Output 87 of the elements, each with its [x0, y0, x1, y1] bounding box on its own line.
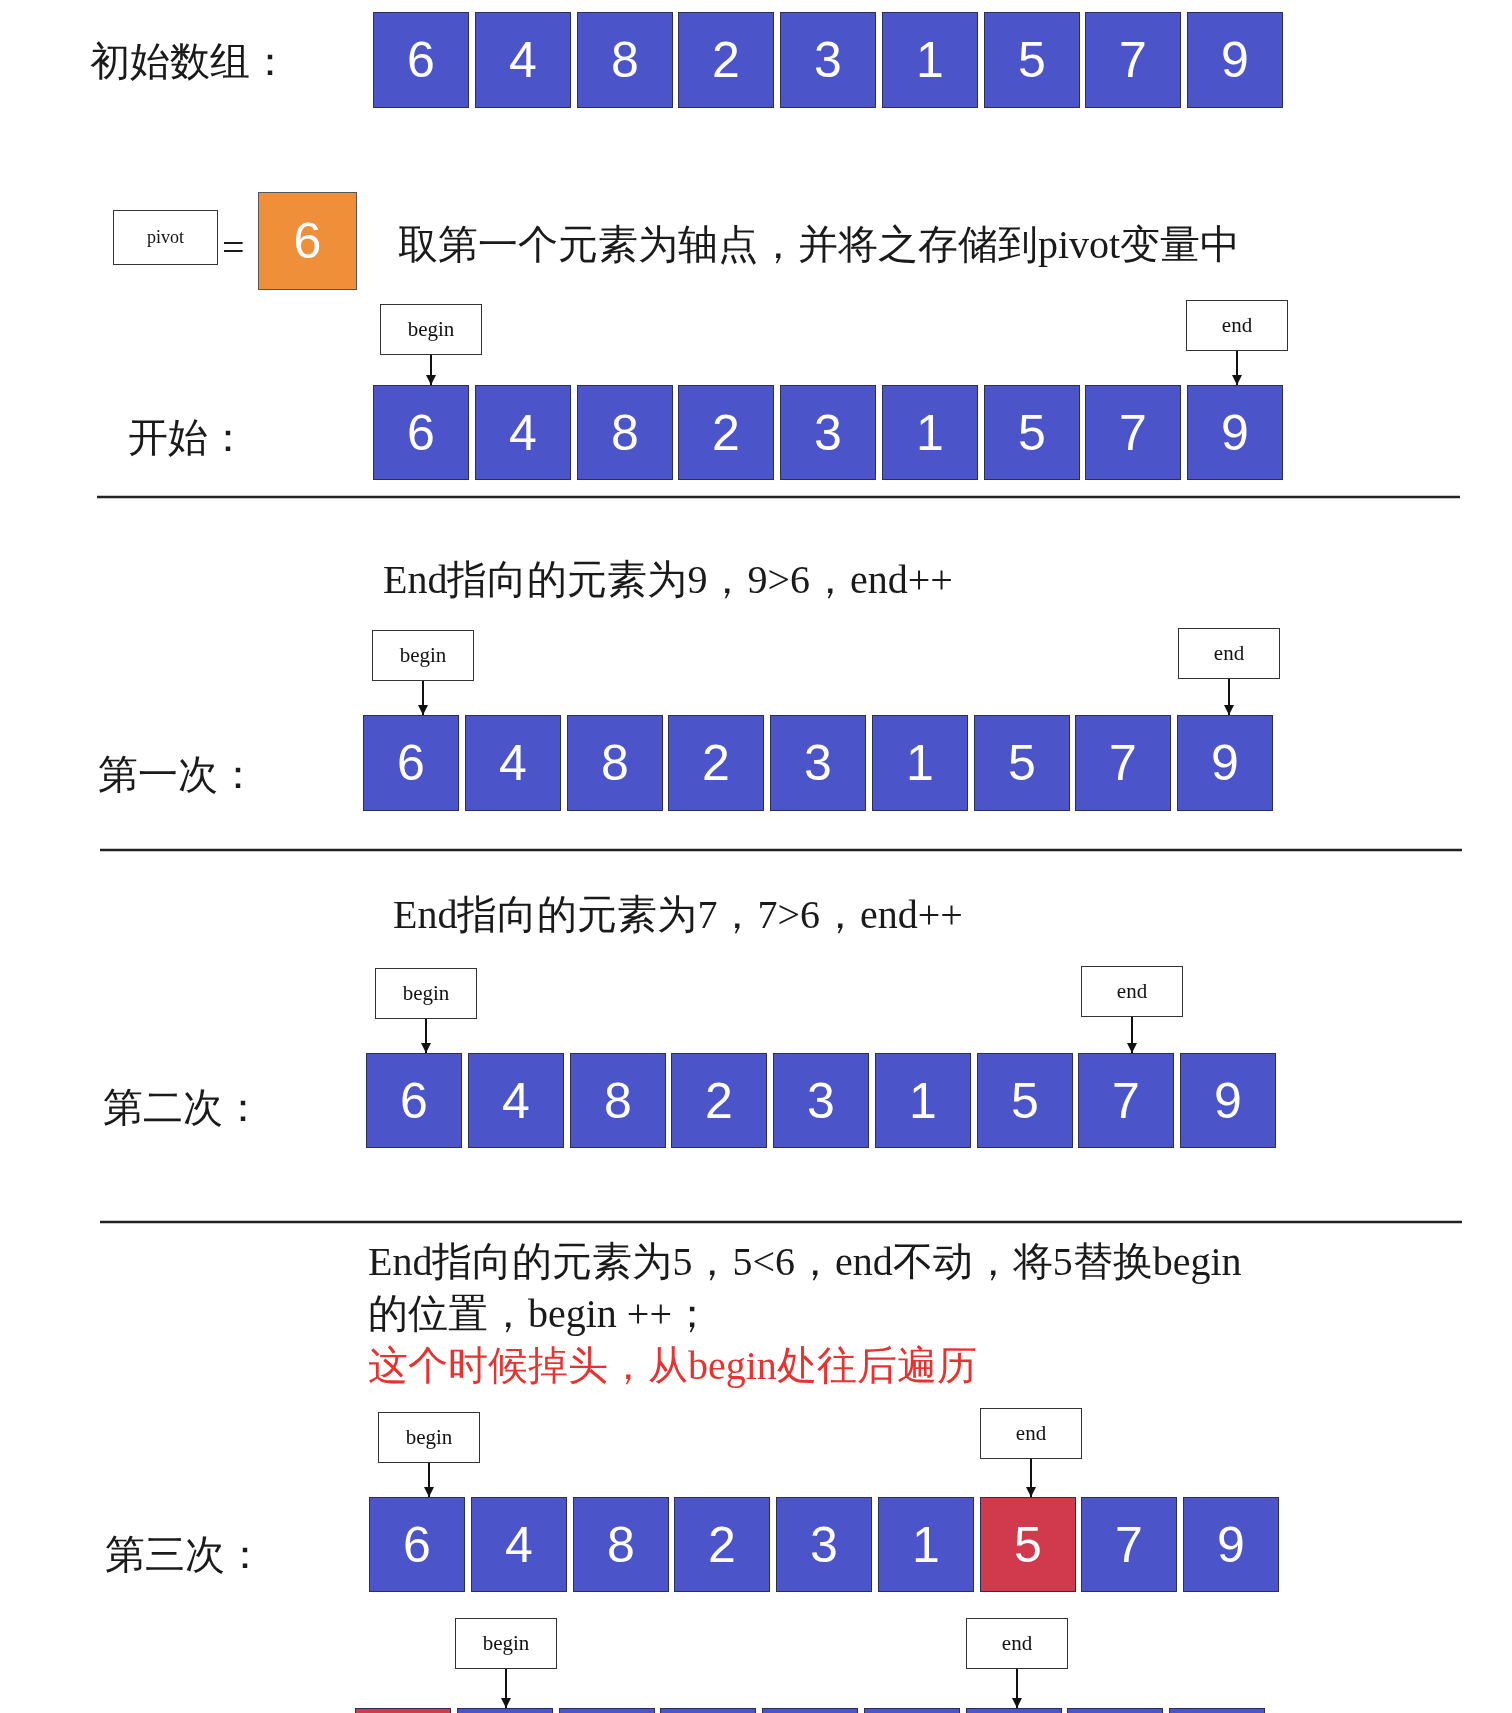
arrow: [1232, 350, 1242, 386]
array-cell: 8: [567, 715, 663, 811]
row-label: 初始数组：: [90, 38, 290, 86]
pointer-box: begin: [378, 1412, 480, 1463]
pointer-box: end: [1178, 628, 1280, 679]
row-label: 第一次：: [98, 751, 258, 799]
array-cell: 5: [984, 12, 1080, 108]
array-cell: [559, 1708, 655, 1713]
array-cell: 5: [980, 1497, 1076, 1592]
array-cell: 7: [1075, 715, 1171, 811]
array-cell: 3: [770, 715, 866, 811]
pointer-box: begin: [380, 304, 482, 355]
highlight-note: 这个时候掉头，从begin处往后遍历: [368, 1342, 977, 1390]
arrow: [426, 354, 436, 386]
arrow: [1026, 1458, 1036, 1498]
array-cell: 8: [577, 12, 673, 108]
array-cell: 6: [369, 1497, 465, 1592]
array-cell: 6: [373, 385, 469, 480]
array-cell: 1: [872, 715, 968, 811]
arrow: [1127, 1016, 1137, 1054]
array-cell: 1: [878, 1497, 974, 1592]
array-cell: 9: [1180, 1053, 1276, 1148]
pointer-box: end: [980, 1408, 1082, 1459]
pointer-box: begin: [455, 1618, 557, 1669]
pointer-box: end: [966, 1618, 1068, 1669]
array-cell: 8: [570, 1053, 666, 1148]
arrow: [1012, 1668, 1022, 1709]
array-cell: 9: [1187, 385, 1283, 480]
array-cell: 5: [977, 1053, 1073, 1148]
pointer-box: begin: [375, 968, 477, 1019]
pointer-box: end: [1186, 300, 1288, 351]
array-cell: 4: [468, 1053, 564, 1148]
pointer-box: begin: [372, 630, 474, 681]
arrow: [418, 680, 428, 716]
array-cell: 8: [577, 385, 673, 480]
step-description: 取第一个元素为轴点，并将之存储到pivot变量中: [398, 221, 1241, 269]
array-cell: 3: [773, 1053, 869, 1148]
array-cell: 4: [465, 715, 561, 811]
array-cell: 6: [373, 12, 469, 108]
array-cell: [355, 1708, 451, 1713]
array-cell: [1169, 1708, 1265, 1713]
array-cell: [457, 1708, 553, 1713]
array-cell: 6: [366, 1053, 462, 1148]
array-cell: [762, 1708, 858, 1713]
array-cell: 1: [875, 1053, 971, 1148]
pointer-box: end: [1081, 966, 1183, 1017]
array-cell: 5: [974, 715, 1070, 811]
array-cell: 7: [1085, 12, 1181, 108]
row-label: 开始：: [128, 414, 248, 462]
array-cell: 4: [471, 1497, 567, 1592]
array-cell: [864, 1708, 960, 1713]
array-cell: 8: [573, 1497, 669, 1592]
array-cell: 2: [678, 12, 774, 108]
step-description: End指向的元素为7，7>6，end++: [393, 891, 963, 939]
array-cell: [1067, 1708, 1163, 1713]
arrow: [421, 1018, 431, 1054]
array-cell: 3: [780, 12, 876, 108]
array-cell: 1: [882, 12, 978, 108]
arrow: [1224, 678, 1234, 716]
array-cell: 1: [882, 385, 978, 480]
equals-sign: =: [222, 224, 245, 272]
variable-box: pivot: [113, 210, 218, 265]
array-cell: [966, 1708, 1062, 1713]
array-cell: 9: [1187, 12, 1283, 108]
arrow: [501, 1668, 511, 1709]
array-cell: 4: [475, 12, 571, 108]
step-description: End指向的元素为5，5<6，end不动，将5替换begin的位置，begin ++；: [368, 1238, 1243, 1338]
array-cell: 5: [984, 385, 1080, 480]
array-cell: 4: [475, 385, 571, 480]
array-cell: 7: [1078, 1053, 1174, 1148]
array-cell: 3: [780, 385, 876, 480]
array-cell: 2: [678, 385, 774, 480]
array-cell: 9: [1183, 1497, 1279, 1592]
array-cell: 6: [363, 715, 459, 811]
array-cell: 3: [776, 1497, 872, 1592]
array-cell: [660, 1708, 756, 1713]
row-label: 第三次：: [105, 1531, 265, 1579]
array-cell: 2: [674, 1497, 770, 1592]
row-label: 第二次：: [103, 1084, 263, 1132]
array-cell: 7: [1085, 385, 1181, 480]
pivot-cell: 6: [258, 192, 357, 290]
step-description: End指向的元素为9，9>6，end++: [383, 556, 953, 604]
arrow: [424, 1462, 434, 1498]
array-cell: 2: [668, 715, 764, 811]
array-cell: 9: [1177, 715, 1273, 811]
array-cell: 2: [671, 1053, 767, 1148]
array-cell: 7: [1081, 1497, 1177, 1592]
